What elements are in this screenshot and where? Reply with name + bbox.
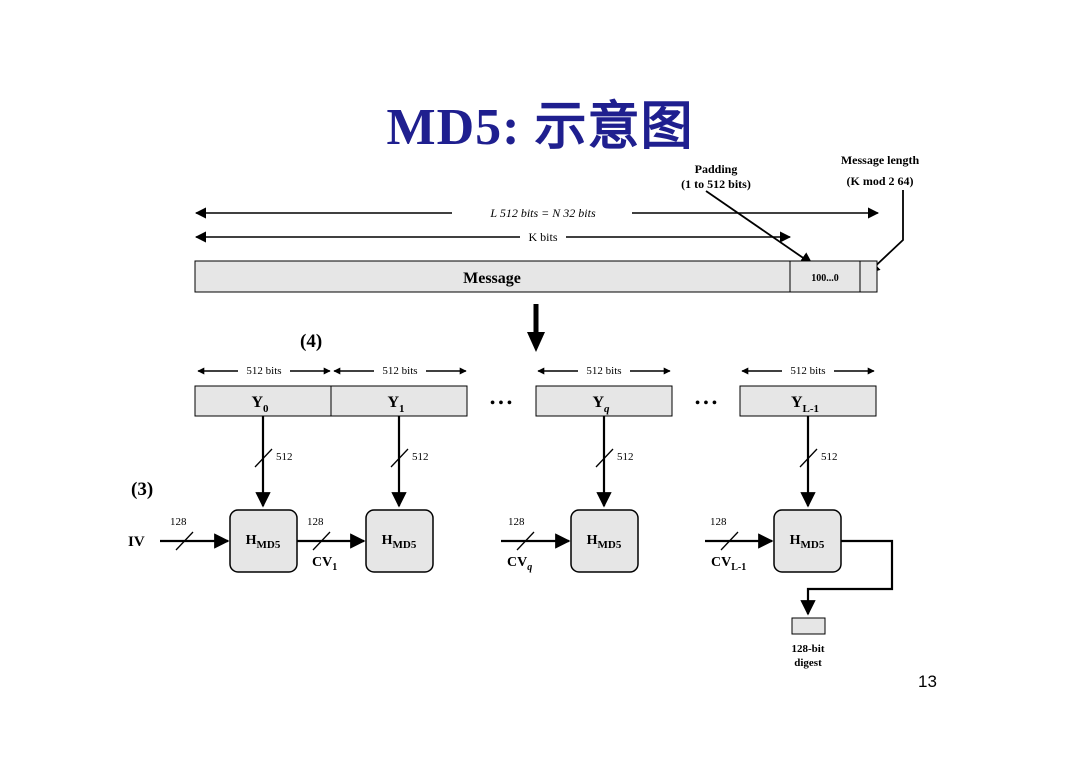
chain-bits-label: 128 xyxy=(710,516,727,528)
page-number: 13 xyxy=(918,672,937,691)
chain-bits-label: 128 xyxy=(307,516,324,528)
block-bits-label: 512 bits xyxy=(382,365,417,377)
chain-arrows xyxy=(160,531,774,551)
block-y0 xyxy=(194,385,332,417)
block-bits-label: 512 bits xyxy=(246,365,281,377)
cv1-label: CV1 xyxy=(312,555,337,573)
message-length-label: Message length xyxy=(841,153,920,167)
hmd5-box-q xyxy=(570,509,639,573)
slide-title: MD5: 示意图 xyxy=(386,99,694,156)
input-bits-label: 512 xyxy=(821,451,838,463)
length-label-bg xyxy=(452,205,632,220)
hmd5-label: HMD5 xyxy=(587,533,622,551)
padding-label: Padding xyxy=(695,162,738,176)
message-label: Message xyxy=(463,270,521,287)
block-label-y0: Y0 xyxy=(251,394,269,415)
bits-label-bg xyxy=(374,364,426,377)
kbits-label-bg xyxy=(520,230,566,244)
message-bar xyxy=(194,260,878,293)
cvq-label: CVq xyxy=(507,555,532,573)
block-label-yq: Yq xyxy=(592,394,610,415)
input-bits-label: 512 xyxy=(412,451,429,463)
digest-label: digest xyxy=(794,657,822,669)
block-yq xyxy=(535,385,673,417)
hmd5-label: HMD5 xyxy=(246,533,281,551)
split-arrow-head xyxy=(527,332,545,352)
bits-label-bg xyxy=(578,364,630,377)
ellipsis: • • • xyxy=(695,396,717,411)
k-bits-label: K bits xyxy=(528,230,557,244)
cvl-1-label: CVL-1 xyxy=(711,555,746,573)
step4-annotation: (4) xyxy=(300,331,322,352)
hmd5-label: HMD5 xyxy=(382,533,417,551)
iv-label: IV xyxy=(128,534,145,550)
block-yl-1 xyxy=(739,385,877,417)
input-arrows xyxy=(254,416,818,508)
chain-bits-label: 128 xyxy=(170,516,187,528)
block-bits-label: 512 bits xyxy=(790,365,825,377)
bits-label-bg xyxy=(782,364,834,377)
block-label-yl-1: YL-1 xyxy=(791,394,819,415)
length-pointer-arrow xyxy=(867,190,904,274)
digest-box xyxy=(791,617,826,635)
total-length-label: L 512 bits = N 32 bits xyxy=(489,206,596,220)
block-y1 xyxy=(330,385,468,417)
chain-bits-label: 128 xyxy=(508,516,525,528)
digest-arrow xyxy=(800,539,894,616)
padding-content: 100...0 xyxy=(811,273,839,284)
step3-annotation: (3) xyxy=(131,479,153,500)
padding-range-label: (1 to 512 bits) xyxy=(681,177,751,191)
bits-label-bg xyxy=(238,364,290,377)
input-bits-label: 512 xyxy=(276,451,293,463)
input-bits-label: 512 xyxy=(617,451,634,463)
padding-pointer-arrow xyxy=(705,190,814,265)
message-length-formula: (K mod 2 64) xyxy=(847,174,914,188)
block-bits-label: 512 bits xyxy=(586,365,621,377)
ellipsis: • • • xyxy=(490,396,512,411)
digest-label: 128-bit xyxy=(792,643,825,655)
hmd5-label: HMD5 xyxy=(790,533,825,551)
block-label-y1: Y1 xyxy=(387,394,404,415)
hmd5-box-2 xyxy=(365,509,434,573)
